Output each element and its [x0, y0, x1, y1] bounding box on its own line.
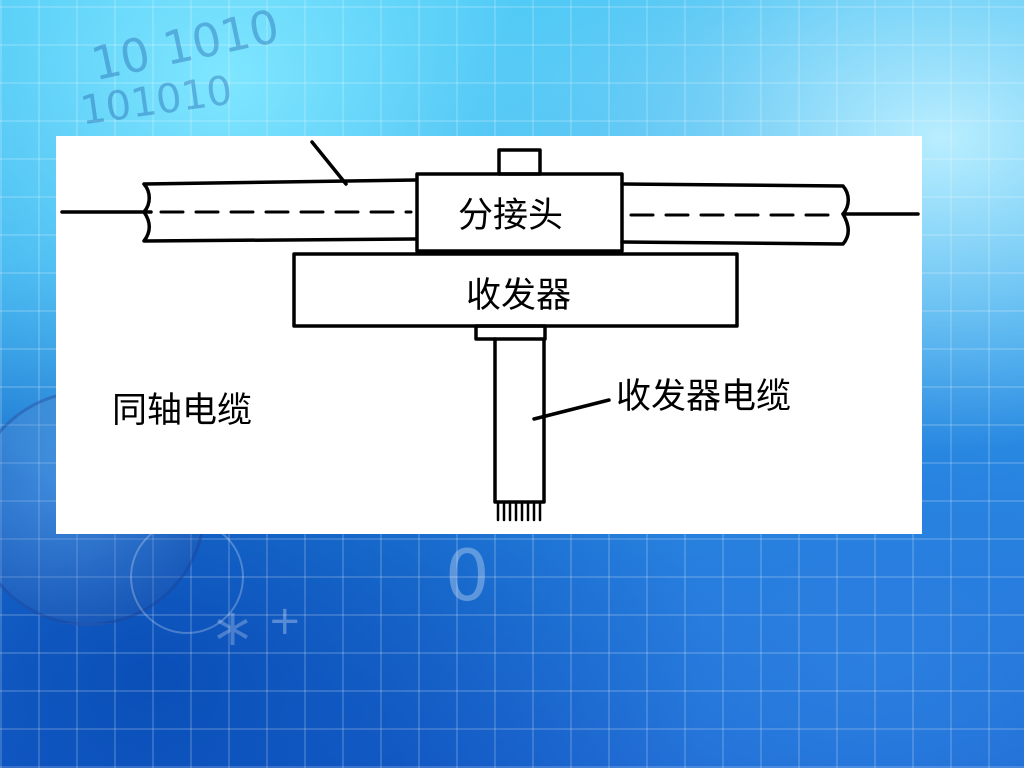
diagram-panel: 分接头 收发器 收发器电缆 同轴电缆	[56, 136, 922, 534]
transceiver-cable-label: 收发器电缆	[616, 377, 792, 417]
transceiver-cable-connector	[474, 324, 547, 341]
transceiver-label: 收发器	[466, 276, 572, 316]
transceiver-cable	[493, 337, 546, 504]
background-plus-glyph: +	[268, 598, 302, 644]
background-zero-glyph: 0	[445, 535, 490, 617]
tap-knob	[497, 148, 542, 176]
background-asterisk-glyph: *	[215, 600, 250, 682]
coax-cable-right-segment	[620, 182, 850, 246]
coax-cable-label: 同轴电缆	[112, 391, 253, 431]
transceiver-diagram	[60, 140, 920, 522]
transceiver-cable-leader-line	[532, 398, 611, 421]
coax-cable-left-segment	[142, 178, 418, 243]
tap-label: 分接头	[458, 196, 564, 236]
transceiver-cable-frayed-end	[496, 500, 542, 522]
coax-leader-line	[310, 140, 348, 186]
